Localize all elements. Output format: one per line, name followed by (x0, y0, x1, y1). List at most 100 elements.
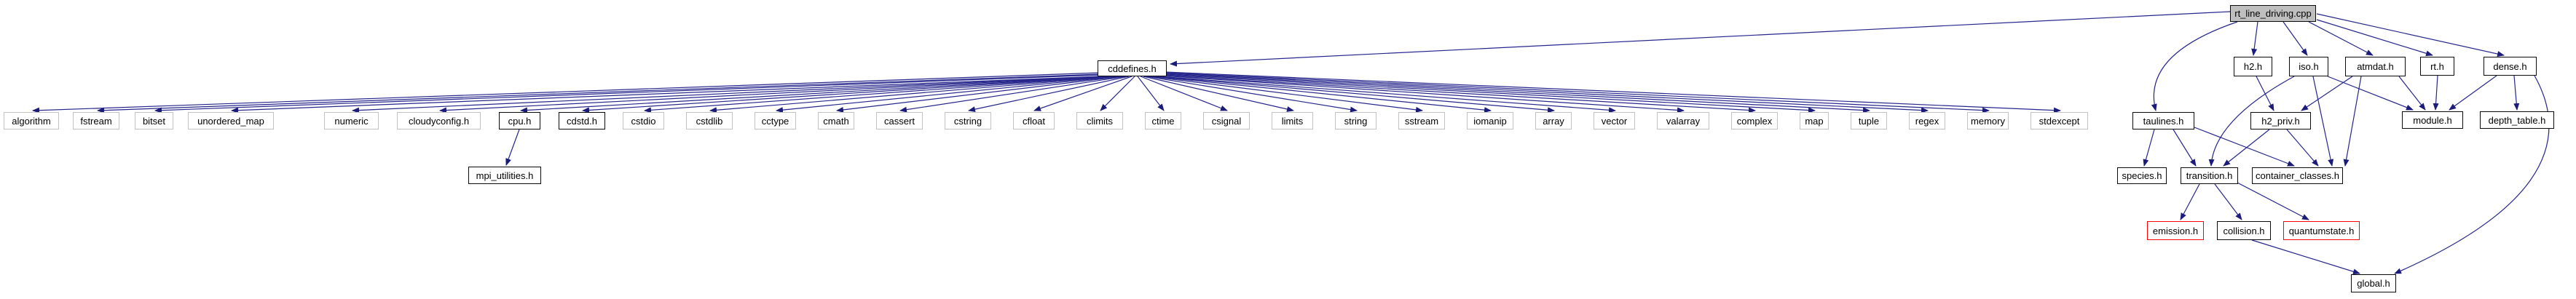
node-unordered_map: unordered_map (188, 112, 274, 129)
node-label: bitset (142, 115, 166, 127)
edge-cddefines.h-to-iomanip (1151, 76, 1492, 113)
edge-cddefines.h-to-tuple (1165, 73, 1870, 113)
node-label: numeric (334, 115, 369, 127)
edge-rt_line_driving.cpp-to-atmdat.h (2308, 21, 2374, 56)
node-label: mpi_utilities.h (476, 170, 534, 181)
node-label: vector (1601, 115, 1628, 127)
node-label: csignal (1211, 115, 1242, 127)
edge-cddefines.h-to-algorithm (32, 72, 1100, 113)
node-label: stdexcept (2039, 115, 2080, 127)
edge-cddefines.h-to-stdexcept (1165, 71, 2061, 113)
edge-cddefines.h-to-cpu.h (520, 76, 1109, 113)
node-label: climits (1086, 115, 1114, 127)
node-depth_table.h[interactable]: depth_table.h (2480, 111, 2554, 129)
edge-cddefines.h-to-cdstd.h (582, 76, 1112, 113)
node-sstream: sstream (1398, 112, 1445, 129)
node-cddefines.h[interactable]: cddefines.h (1098, 60, 1167, 76)
node-label: cstdio (631, 115, 656, 127)
node-label: iomanip (1473, 115, 1507, 127)
edge-cddefines.h-to-valarray (1160, 75, 1685, 113)
edge-cddefines.h-to-cctype (776, 76, 1121, 113)
edge-cddefines.h-to-regex (1165, 73, 1929, 113)
node-species.h[interactable]: species.h (2117, 167, 2167, 184)
node-label: iso.h (2299, 61, 2319, 72)
edge-cddefines.h-to-vector (1157, 76, 1616, 113)
edge-taulines.h-to-species.h (2143, 129, 2155, 167)
node-iso.h[interactable]: iso.h (2289, 57, 2328, 76)
node-tuple: tuple (1851, 112, 1887, 129)
node-label: valarray (1666, 115, 1701, 127)
edge-cddefines.h-to-cstdio (644, 76, 1115, 113)
node-cstring: cstring (945, 112, 991, 129)
node-label: sstream (1404, 115, 1439, 127)
node-label: cpu.h (508, 115, 532, 127)
edge-cddefines.h-to-sstream (1149, 76, 1423, 113)
edge-h2.h-to-h2_priv.h (2256, 76, 2274, 111)
node-taulines.h[interactable]: taulines.h (2132, 112, 2194, 129)
node-collision.h[interactable]: collision.h (2217, 221, 2271, 240)
node-cmath: cmath (818, 112, 854, 129)
node-quantumstate.h[interactable]: quantumstate.h (2283, 221, 2360, 240)
node-label: cstdlib (696, 115, 723, 127)
edge-dense.h-to-global.h (2394, 75, 2550, 274)
edge-cddefines.h-to-cstdlib (709, 76, 1118, 113)
node-h2_priv.h[interactable]: h2_priv.h (2250, 112, 2311, 129)
node-label: regex (1915, 115, 1939, 127)
node-label: global.h (2357, 278, 2390, 289)
node-rt.h[interactable]: rt.h (2420, 57, 2454, 76)
node-regex: regex (1909, 112, 1945, 129)
node-label: collision.h (2223, 225, 2265, 236)
node-label: cstring (953, 115, 982, 127)
node-label: taulines.h (2143, 115, 2184, 127)
node-string: string (1335, 112, 1376, 129)
node-label: cddefines.h (1108, 63, 1157, 74)
edge-rt_line_driving.cpp-to-dense.h (2316, 13, 2505, 57)
node-atmdat.h[interactable]: atmdat.h (2345, 57, 2406, 76)
edge-cddefines.h-to-unordered_map (231, 76, 1102, 113)
edge-rt_line_driving.cpp-to-h2.h (2251, 21, 2258, 56)
node-label: module.h (2413, 114, 2452, 126)
node-cdstd.h[interactable]: cdstd.h (559, 112, 605, 129)
node-container_classes.h[interactable]: container_classes.h (2252, 167, 2343, 184)
node-global.h[interactable]: global.h (2351, 274, 2396, 292)
edge-cddefines.h-to-memory (1165, 72, 1990, 113)
node-h2.h[interactable]: h2.h (2234, 57, 2272, 76)
edge-cddefines.h-to-cfloat (1033, 76, 1133, 111)
node-emission.h[interactable]: emission.h (2147, 221, 2204, 240)
edge-cpu.h-to-mpi_utilities.h (505, 129, 520, 166)
node-label: limits (1281, 115, 1304, 127)
node-fstream: fstream (73, 112, 119, 129)
edge-cddefines.h-to-cstring (968, 76, 1130, 113)
edge-transition.h-to-emission.h (2180, 183, 2200, 220)
node-label: cfloat (1022, 115, 1046, 127)
node-complex: complex (1731, 112, 1778, 129)
edge-cddefines.h-to-fstream (97, 73, 1100, 113)
edge-atmdat.h-to-h2_priv.h (2301, 76, 2353, 111)
node-cpu.h[interactable]: cpu.h (499, 112, 540, 129)
node-mpi_utilities.h[interactable]: mpi_utilities.h (468, 167, 541, 184)
node-cassert: cassert (876, 112, 923, 129)
node-label: transition.h (2186, 170, 2233, 181)
node-label: tuple (1858, 115, 1880, 127)
node-label: cassert (884, 115, 915, 127)
edge-cddefines.h-to-complex (1163, 75, 1756, 113)
node-label: cmath (823, 115, 849, 127)
node-transition.h[interactable]: transition.h (2181, 167, 2238, 184)
edge-cddefines.h-to-cloudyconfig.h (439, 76, 1106, 113)
node-label: memory (1971, 115, 2005, 127)
edge-h2_priv.h-to-container_classes.h (2286, 129, 2319, 167)
node-label: array (1543, 115, 1564, 127)
node-rt_line_driving.cpp: rt_line_driving.cpp (2230, 5, 2316, 22)
edge-dense.h-to-depth_table.h (2513, 75, 2520, 111)
node-label: map (1805, 115, 1824, 127)
node-module.h[interactable]: module.h (2402, 111, 2463, 129)
node-label: string (1344, 115, 1368, 127)
node-cctype: cctype (755, 112, 796, 129)
edge-collision.h-to-global.h (2251, 239, 2360, 275)
node-limits: limits (1272, 112, 1313, 129)
node-label: emission.h (2152, 225, 2199, 236)
node-dense.h[interactable]: dense.h (2484, 57, 2537, 76)
node-label: algorithm (12, 115, 51, 127)
edge-rt_line_driving.cpp-to-taulines.h (2151, 21, 2238, 111)
